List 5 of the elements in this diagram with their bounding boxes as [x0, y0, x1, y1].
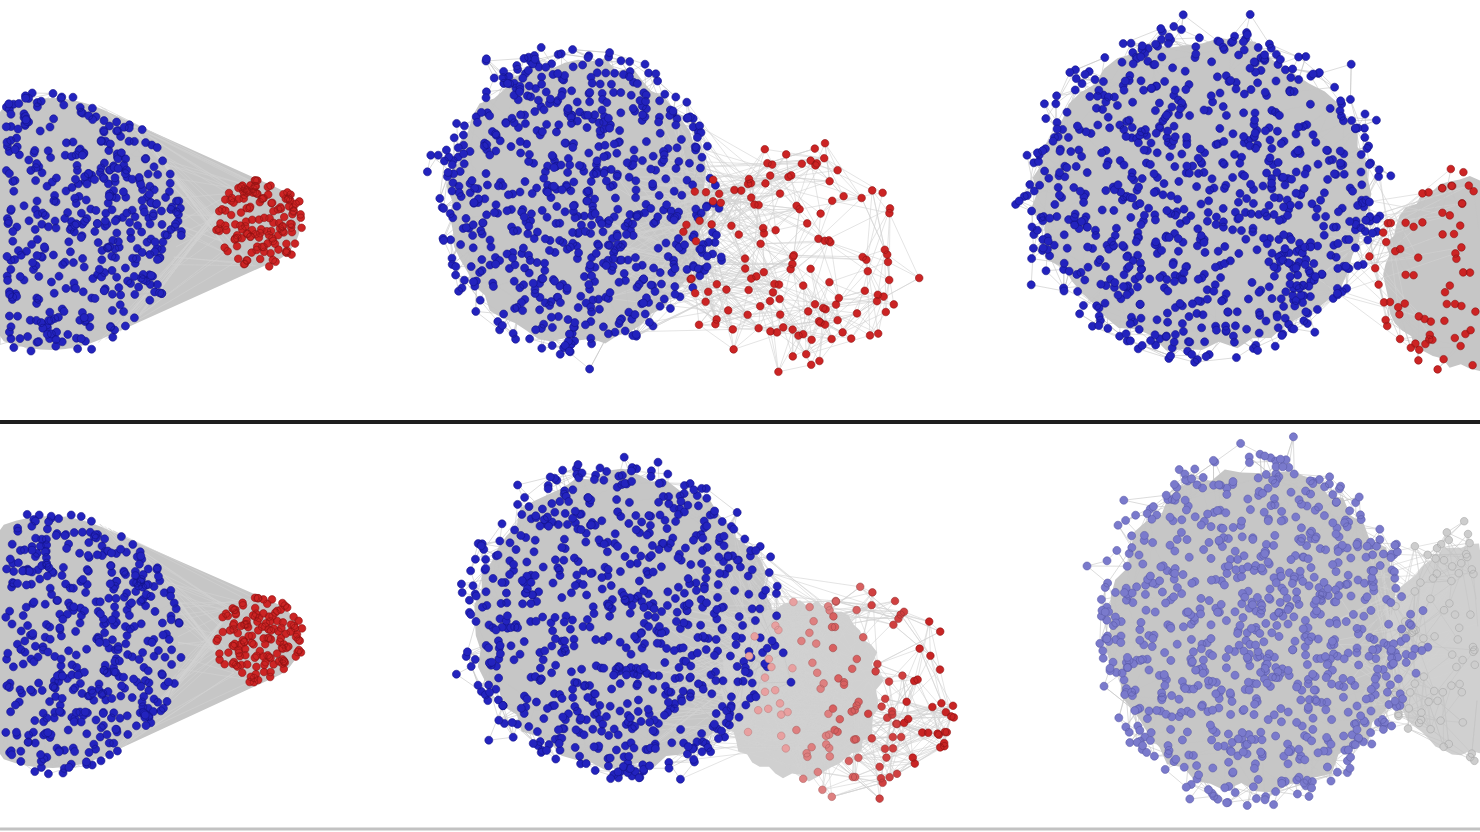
network-graph [0, 88, 306, 356]
network-graph [1082, 432, 1480, 810]
network-graph [423, 43, 924, 376]
network-graph [1011, 10, 1480, 374]
network-graph [0, 510, 307, 779]
